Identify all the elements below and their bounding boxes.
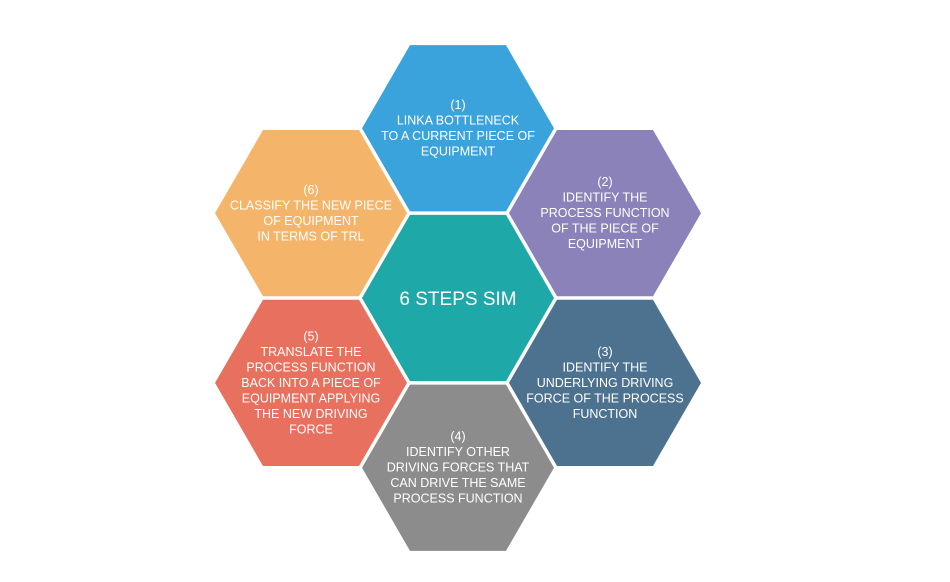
step-2-label-line: EQUIPMENT (568, 237, 643, 251)
step-5-label-line: TRANSLATE THE (261, 345, 362, 359)
step-3-label-line: IDENTIFY THE (563, 360, 648, 374)
step-1-label-line: (1) (450, 98, 465, 112)
step-1-label-line: LINKA BOTTLENECK (397, 114, 520, 128)
step-1-label-line: TO A CURRENT PIECE OF (381, 129, 535, 143)
step-3-label-line: FORCE OF THE PROCESS (526, 391, 683, 405)
step-2-hexagon (509, 129, 701, 297)
step-6-label-line: IN TERMS OF TRL (257, 229, 364, 243)
step-5-label-line: EQUIPMENT APPLYING (242, 391, 380, 405)
step-5-label-line: BACK INTO A PIECE OF (241, 376, 381, 390)
center-hexagon (362, 214, 554, 382)
step-2-label-line: (2) (597, 175, 612, 189)
step-3-label-line: UNDERLYING DRIVING (537, 376, 674, 390)
step-4-label-line: IDENTIFY OTHER (406, 445, 510, 459)
step-1-label-line: EQUIPMENT (421, 145, 496, 159)
step-1-hexagon (362, 45, 554, 212)
step-2-label-line: PROCESS FUNCTION (540, 206, 669, 220)
step-5-label-line: FORCE (289, 422, 333, 436)
step-5-label-line: (5) (303, 329, 318, 343)
center-label: 6 STEPS SIM (399, 289, 516, 310)
step-3-label-line: (3) (597, 345, 612, 359)
step-5-label-line: PROCESS FUNCTION (246, 360, 375, 374)
step-6-label-line: OF EQUIPMENT (263, 214, 359, 228)
step-5-hexagon (215, 299, 407, 467)
step-5-label-line: THE NEW DRIVING (254, 407, 367, 421)
step-3-label-line: FUNCTION (573, 407, 638, 421)
step-2-label-line: OF THE PIECE OF (551, 222, 659, 236)
step-6-label-line: (6) (303, 183, 318, 197)
step-4-label-line: DRIVING FORCES THAT (387, 461, 530, 475)
step-6-hexagon (215, 129, 407, 297)
step-4-hexagon (362, 384, 554, 551)
step-4-label-line: CAN DRIVE THE SAME (390, 476, 525, 490)
step-6-label-line: CLASSIFY THE NEW PIECE (230, 198, 392, 212)
step-2-label-line: IDENTIFY THE (563, 191, 648, 205)
step-4-label-line: PROCESS FUNCTION (393, 492, 522, 506)
step-3-hexagon (509, 299, 701, 467)
step-4-label-line: (4) (450, 430, 465, 444)
